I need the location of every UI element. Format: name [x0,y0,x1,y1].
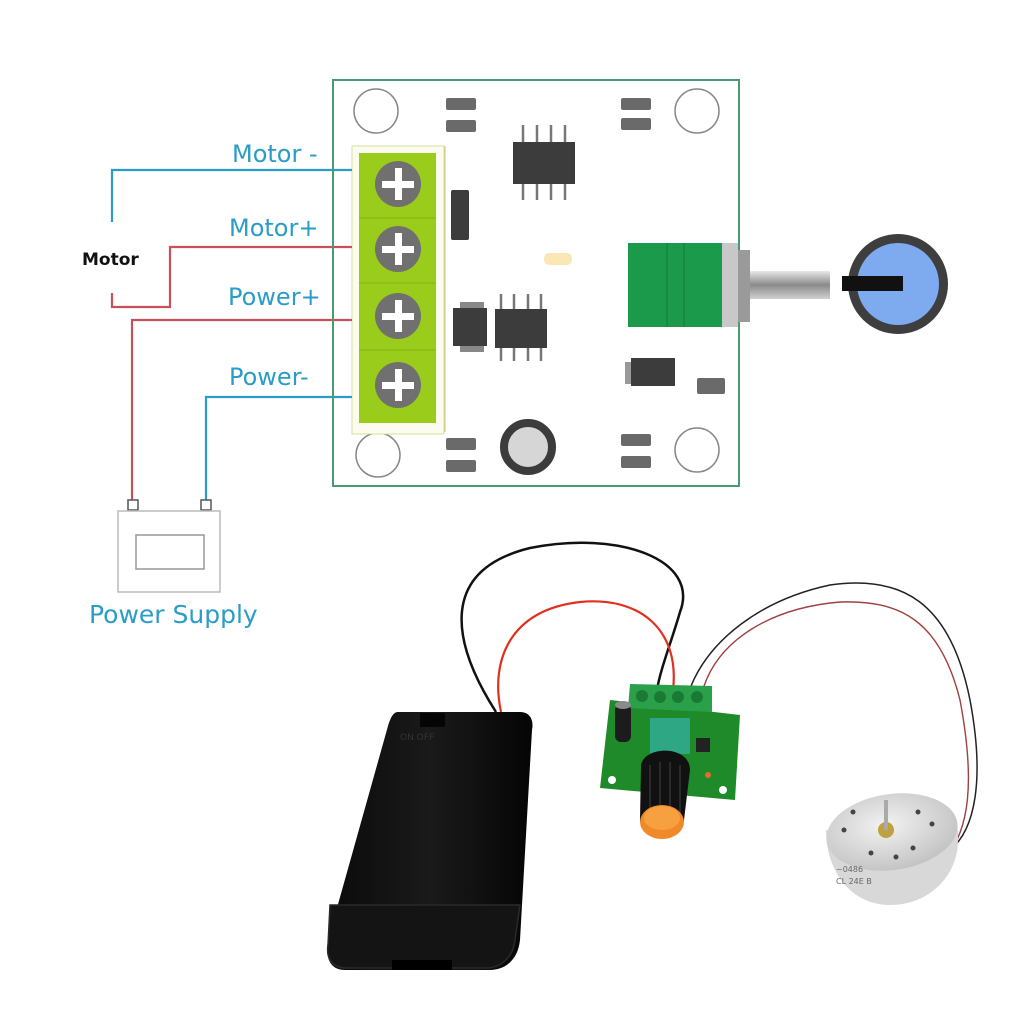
pwm-knob-icon [640,750,690,839]
dc-motor: ~0486 CL 24E B [826,793,958,905]
label-power-supply: Power Supply [89,600,258,629]
ic-chip-top [513,125,575,200]
svg-text:ON OFF: ON OFF [400,733,434,743]
svg-text:~0486: ~0486 [836,865,863,874]
wire-motor-minus [110,168,352,222]
mounting-hole [674,88,720,134]
label-power-minus: Power- [229,363,309,391]
wire-motor-plus [110,245,352,309]
capacitor [500,419,556,475]
label-motor-minus: Motor - [232,140,318,168]
smd-resistors [446,98,725,472]
mounting-hole [353,88,399,134]
mounting-hole [674,427,720,473]
screw-icon [375,161,421,207]
photo-wire-motor-2 [703,601,970,859]
power-supply-icon [117,499,221,593]
smd-diode [625,358,675,386]
photo-wire-motor-1 [690,582,978,851]
mosfet [453,302,487,352]
ic-chip-bottom [495,294,547,361]
label-motor-plus: Motor+ [229,214,318,242]
label-motor: Motor [82,250,139,270]
terminal-screws [375,161,421,408]
diode [451,190,469,240]
potentiometer [628,243,830,327]
photo-wire-black [460,541,685,713]
led [544,253,572,265]
knob-icon [842,234,948,334]
wire-power-minus [204,395,352,504]
svg-text:CL 24E B: CL 24E B [836,877,872,886]
screw-icon [375,293,421,339]
photo-wire-red [497,600,675,713]
mounting-hole [355,432,401,478]
label-power-plus: Power+ [228,283,321,311]
pwm-board [600,684,740,800]
wire-power-plus [130,318,352,504]
battery-holder: ON OFF [326,712,533,970]
screw-icon [375,362,421,408]
screw-icon [375,226,421,272]
